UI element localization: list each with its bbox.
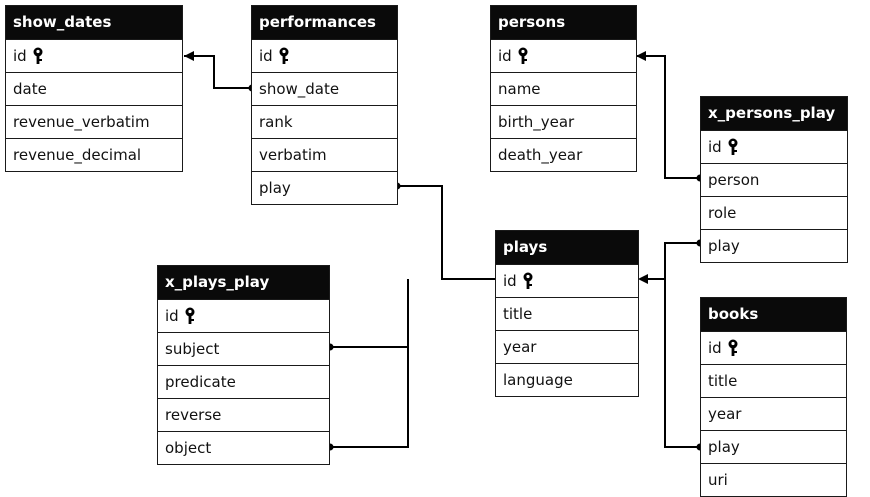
- field-rank: rank: [252, 105, 397, 138]
- field-verbatim: verbatim: [252, 138, 397, 171]
- key-icon: [279, 47, 289, 64]
- field-revenue-decimal: revenue_decimal: [6, 138, 182, 171]
- field-play: play: [701, 430, 846, 463]
- field-id: id: [158, 299, 329, 332]
- table-title: books: [701, 298, 846, 331]
- field-show-date: show_date: [252, 72, 397, 105]
- field-title: title: [496, 297, 638, 330]
- table-title: x_persons_play: [701, 97, 847, 130]
- field-play: play: [701, 229, 847, 262]
- field-person: person: [701, 163, 847, 196]
- table-performances: performances id show_date rank verbatim …: [251, 5, 398, 205]
- key-icon: [523, 272, 533, 289]
- key-icon: [518, 47, 528, 64]
- link-book-play: [664, 279, 700, 448]
- link-show-date: [184, 55, 252, 89]
- field-predicate: predicate: [158, 365, 329, 398]
- table-title: plays: [496, 231, 638, 264]
- arrowhead-plays: [638, 274, 648, 284]
- field-name: name: [491, 72, 636, 105]
- link-object: [330, 347, 409, 448]
- table-books: books id title year play uri: [700, 297, 847, 497]
- table-x-plays-play: x_plays_play id subject predicate revers…: [157, 265, 330, 465]
- field-death-year: death_year: [491, 138, 636, 171]
- link-persons-play: [640, 242, 700, 280]
- field-id: id: [496, 264, 638, 297]
- field-subject: subject: [158, 332, 329, 365]
- field-id: id: [701, 130, 847, 163]
- table-plays: plays id title year language: [495, 230, 639, 397]
- field-id: id: [701, 331, 846, 364]
- field-uri: uri: [701, 463, 846, 496]
- field-birth-year: birth_year: [491, 105, 636, 138]
- field-revenue-verbatim: revenue_verbatim: [6, 105, 182, 138]
- field-object: object: [158, 431, 329, 464]
- field-year: year: [701, 397, 846, 430]
- field-date: date: [6, 72, 182, 105]
- key-icon: [185, 307, 195, 324]
- field-language: language: [496, 363, 638, 396]
- arrowhead-show-dates: [184, 51, 194, 61]
- link-subject: [330, 279, 409, 348]
- table-persons: persons id name birth_year death_year: [490, 5, 637, 172]
- table-title: persons: [491, 6, 636, 39]
- link-person: [636, 55, 700, 179]
- key-icon: [728, 138, 738, 155]
- table-show-dates: show_dates id date revenue_verbatim reve…: [5, 5, 183, 172]
- key-icon: [728, 339, 738, 356]
- field-play: play: [252, 171, 397, 204]
- field-year: year: [496, 330, 638, 363]
- field-title: title: [701, 364, 846, 397]
- arrowhead-persons: [636, 51, 646, 61]
- field-id: id: [491, 39, 636, 72]
- table-x-persons-play: x_persons_play id person role play: [700, 96, 848, 263]
- field-reverse: reverse: [158, 398, 329, 431]
- table-title: performances: [252, 6, 397, 39]
- table-title: x_plays_play: [158, 266, 329, 299]
- table-title: show_dates: [6, 6, 182, 39]
- field-id: id: [252, 39, 397, 72]
- key-icon: [33, 47, 43, 64]
- field-role: role: [701, 196, 847, 229]
- field-id: id: [6, 39, 182, 72]
